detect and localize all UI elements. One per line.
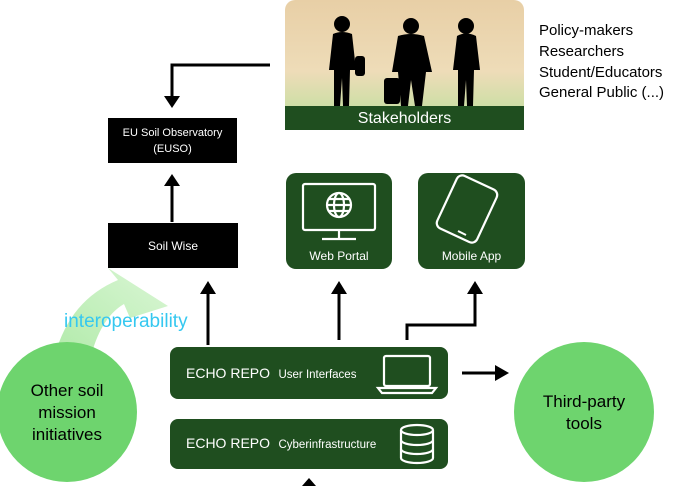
laptop-icon	[375, 354, 439, 395]
interoperability-label: interoperability	[64, 311, 188, 332]
third-party-tools-circle	[514, 342, 654, 482]
third-party-line1: Third-party	[543, 392, 626, 411]
arrow-echo-to-soilwise	[200, 281, 216, 345]
web-portal-box	[286, 173, 392, 269]
arrow-stakeholders-to-euso	[164, 63, 270, 108]
database-icon	[399, 423, 435, 465]
stakeholders-panel	[285, 0, 524, 130]
soil-wise-label: Soil Wise	[148, 239, 198, 253]
arrow-bottom-to-cyber	[302, 478, 316, 486]
arrow-echo-to-third-party	[462, 365, 509, 381]
list-item: Researchers	[539, 43, 624, 60]
euso-label-line2: (EUSO)	[153, 143, 192, 155]
svg-text:ECHO REPO User Interfaces: ECHO REPO User Interfaces	[186, 365, 357, 382]
echo-ui-prefix: ECHO REPO	[186, 365, 270, 381]
echo-repo-cyberinfrastructure-box	[170, 419, 448, 469]
interoperability-arrow	[55, 268, 168, 360]
arrow-echo-to-mobile-app	[405, 281, 483, 340]
soil-wise-box	[108, 223, 238, 268]
smartphone-icon	[435, 174, 499, 244]
echo-repo-user-interfaces-box	[170, 347, 448, 399]
people-silhouette-icon	[329, 16, 480, 106]
arrow-soilwise-to-euso	[164, 174, 180, 222]
stakeholders-label: Stakeholders	[358, 110, 451, 127]
echo-cyber-suffix: Cyberinfrastructure	[278, 439, 376, 451]
web-portal-label: Web Portal	[309, 249, 368, 263]
arrow-echo-to-web-portal	[331, 281, 347, 340]
globe-monitor-icon	[301, 182, 377, 241]
other-initiatives-line1: Other soil	[31, 381, 104, 400]
other-initiatives-circle	[0, 342, 137, 482]
stakeholder-groups-list: Policy-makers Researchers Student/Educat…	[539, 22, 664, 101]
other-initiatives-line2: mission	[38, 403, 96, 422]
echo-ui-suffix: User Interfaces	[278, 369, 356, 381]
list-item: Policy-makers	[539, 22, 633, 39]
mobile-app-label: Mobile App	[442, 249, 502, 263]
third-party-line2: tools	[566, 414, 602, 433]
echo-cyber-prefix: ECHO REPO	[186, 435, 270, 451]
svg-text:ECHO REPO Cyberinfrastruct: ECHO REPO Cyberinfrastructure	[186, 435, 376, 452]
list-item: General Public (...)	[539, 84, 664, 101]
euso-box	[108, 118, 237, 163]
mobile-app-box	[418, 173, 525, 269]
euso-label-line1: EU Soil Observatory	[123, 127, 223, 139]
list-item: Student/Educators	[539, 64, 662, 81]
other-initiatives-line3: initiatives	[32, 425, 102, 444]
